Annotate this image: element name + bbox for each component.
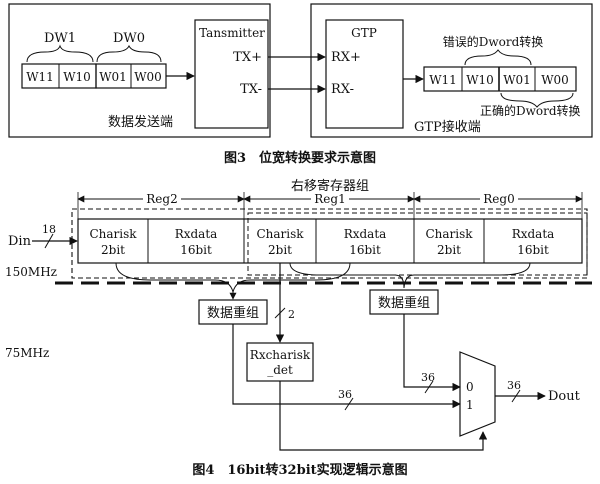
din-label: Din [8,234,32,249]
figure-3-caption: 图3 位宽转换要求示意图 [224,150,376,166]
regroup-left-label: 数据重组 [207,305,259,321]
bus-width-36-c: 36 [507,379,521,392]
reg0-to-regroup-right-bracket [403,262,531,289]
transmitter-title: Tansmitter [199,26,265,40]
sender-word: W10 [63,70,91,84]
det-label-line1: Rxcharisk [250,348,311,362]
dw0-label: DW0 [113,31,145,46]
reg2-charisk-line2: 2bit [101,243,125,257]
reg2-charisk-line1: Charisk [89,227,137,241]
dw1-label: DW1 [44,31,76,46]
register-row: Charisk 2bit Rxdata 16bit Charisk 2bit R… [77,218,583,264]
figure-4-caption: 图4 16bit转32bit实现逻辑示意图 [192,462,407,478]
bus-width-36-a: 36 [338,388,352,401]
register-group-label: 右移寄存器组 [291,178,369,194]
sender-label: 数据发送端 [108,114,173,130]
clock-150mhz-label: 150MHz [5,265,57,279]
receiver-panel [310,3,593,138]
reg1-charisk-line1: Charisk [256,227,304,241]
right-conversion-brace [500,92,574,108]
reg2-to-regroup-bracket [115,262,234,293]
regroup-right-to-mux-0 [403,314,461,392]
reg1-to-regroup-right-bracket [289,262,405,289]
reg2-rxdata-line2: 16bit [180,243,212,257]
reg2-rxdata-line1: Rxdata [175,227,218,241]
receiver-label: GTP接收端 [414,119,481,135]
tx-minus-label: TX- [240,82,262,97]
reg0-charisk-line2: 2bit [437,243,461,257]
sender-word: W00 [134,70,162,84]
tx-plus-label: TX+ [233,50,262,65]
rx-minus-label: RX- [331,82,354,97]
reg1-to-regroup-bracket [232,262,351,293]
clock-75mhz-label: 75MHz [5,346,49,360]
reg0-rxdata-line2: 16bit [517,243,549,257]
det-label-line2: _det [267,363,293,377]
reg1-rxdata-line2: 16bit [349,243,381,257]
received-word: W01 [503,73,531,87]
register-group-outline [71,208,588,279]
mux-input-0-label: 0 [466,380,474,394]
reg0-charisk-line1: Charisk [425,227,473,241]
sender-word: W11 [26,70,54,84]
reg1-charisk-line2: 2bit [268,243,292,257]
rx-plus-label: RX+ [331,50,361,65]
sender-panel [8,3,271,138]
reg0-rxdata-line1: Rxdata [512,227,555,241]
received-word: W11 [429,73,457,87]
reg0-label: Reg0 [483,192,514,206]
bus-width-2: 2 [288,308,295,321]
reg1-label: Reg1 [314,192,345,206]
gtp-title: GTP [351,26,377,40]
received-words [423,66,577,92]
wrong-conversion-brace [464,49,532,66]
wrong-conversion-label: 错误的Dword转换 [443,34,544,49]
transmitter-box [194,19,269,129]
mux-input-1-label: 1 [466,398,474,412]
dw0-brace [96,44,162,63]
received-word: W10 [466,73,494,87]
reg1-rxdata-line1: Rxdata [344,227,387,241]
gtp-box [325,19,404,129]
figure-4: 右移寄存器组 Reg2 Reg1 Reg0 Charisk 2bit Rxdat… [5,178,592,478]
reg2-label: Reg2 [146,192,177,206]
dw1-brace [26,44,94,63]
received-word: W00 [541,73,569,87]
regroup-left-to-mux-1 [232,324,461,409]
mux-select-line [279,381,488,451]
sender-word: W01 [99,70,127,84]
multiplexer [459,351,496,437]
figure-3: DW1 DW0 W11 W10 W01 W00 数据发送端 Tansmitter… [8,3,593,166]
bus-width-36-b: 36 [421,371,435,384]
regroup-right-label: 数据重组 [378,295,430,311]
din-width: 18 [42,223,56,236]
right-conversion-label: 正确的Dword转换 [480,103,581,118]
dout-label: Dout [548,389,581,404]
